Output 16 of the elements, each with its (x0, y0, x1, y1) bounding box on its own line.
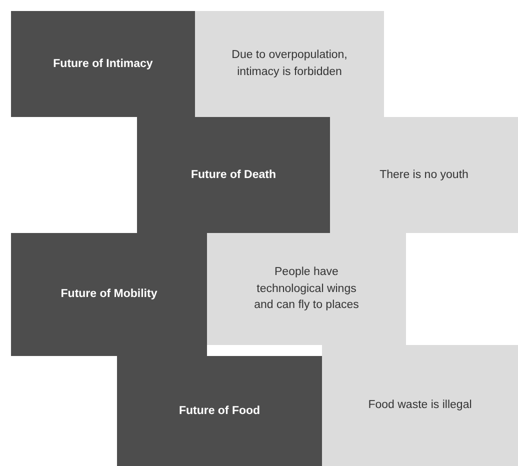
topic-label: Future of Intimacy (53, 56, 153, 72)
topic-box (137, 117, 330, 233)
topic-label: Future of Mobility (60, 287, 158, 302)
topic-box (11, 11, 195, 117)
topic-label: Future of Death (191, 168, 276, 183)
statement-text: Due to overpopulation, intimacy is forbidden (230, 48, 348, 80)
statement-box (330, 117, 518, 233)
statement-text: There is no youth (380, 168, 468, 183)
statement-box (195, 11, 384, 117)
statement-box (322, 345, 518, 466)
topic-label: Future of Food (178, 404, 260, 419)
topic-box (117, 356, 322, 466)
statement-text: People have technological wings and can fly to places (253, 264, 360, 314)
statement-text: Food waste is illegal (368, 398, 472, 414)
statement-box (207, 233, 406, 345)
topic-box (11, 233, 207, 356)
